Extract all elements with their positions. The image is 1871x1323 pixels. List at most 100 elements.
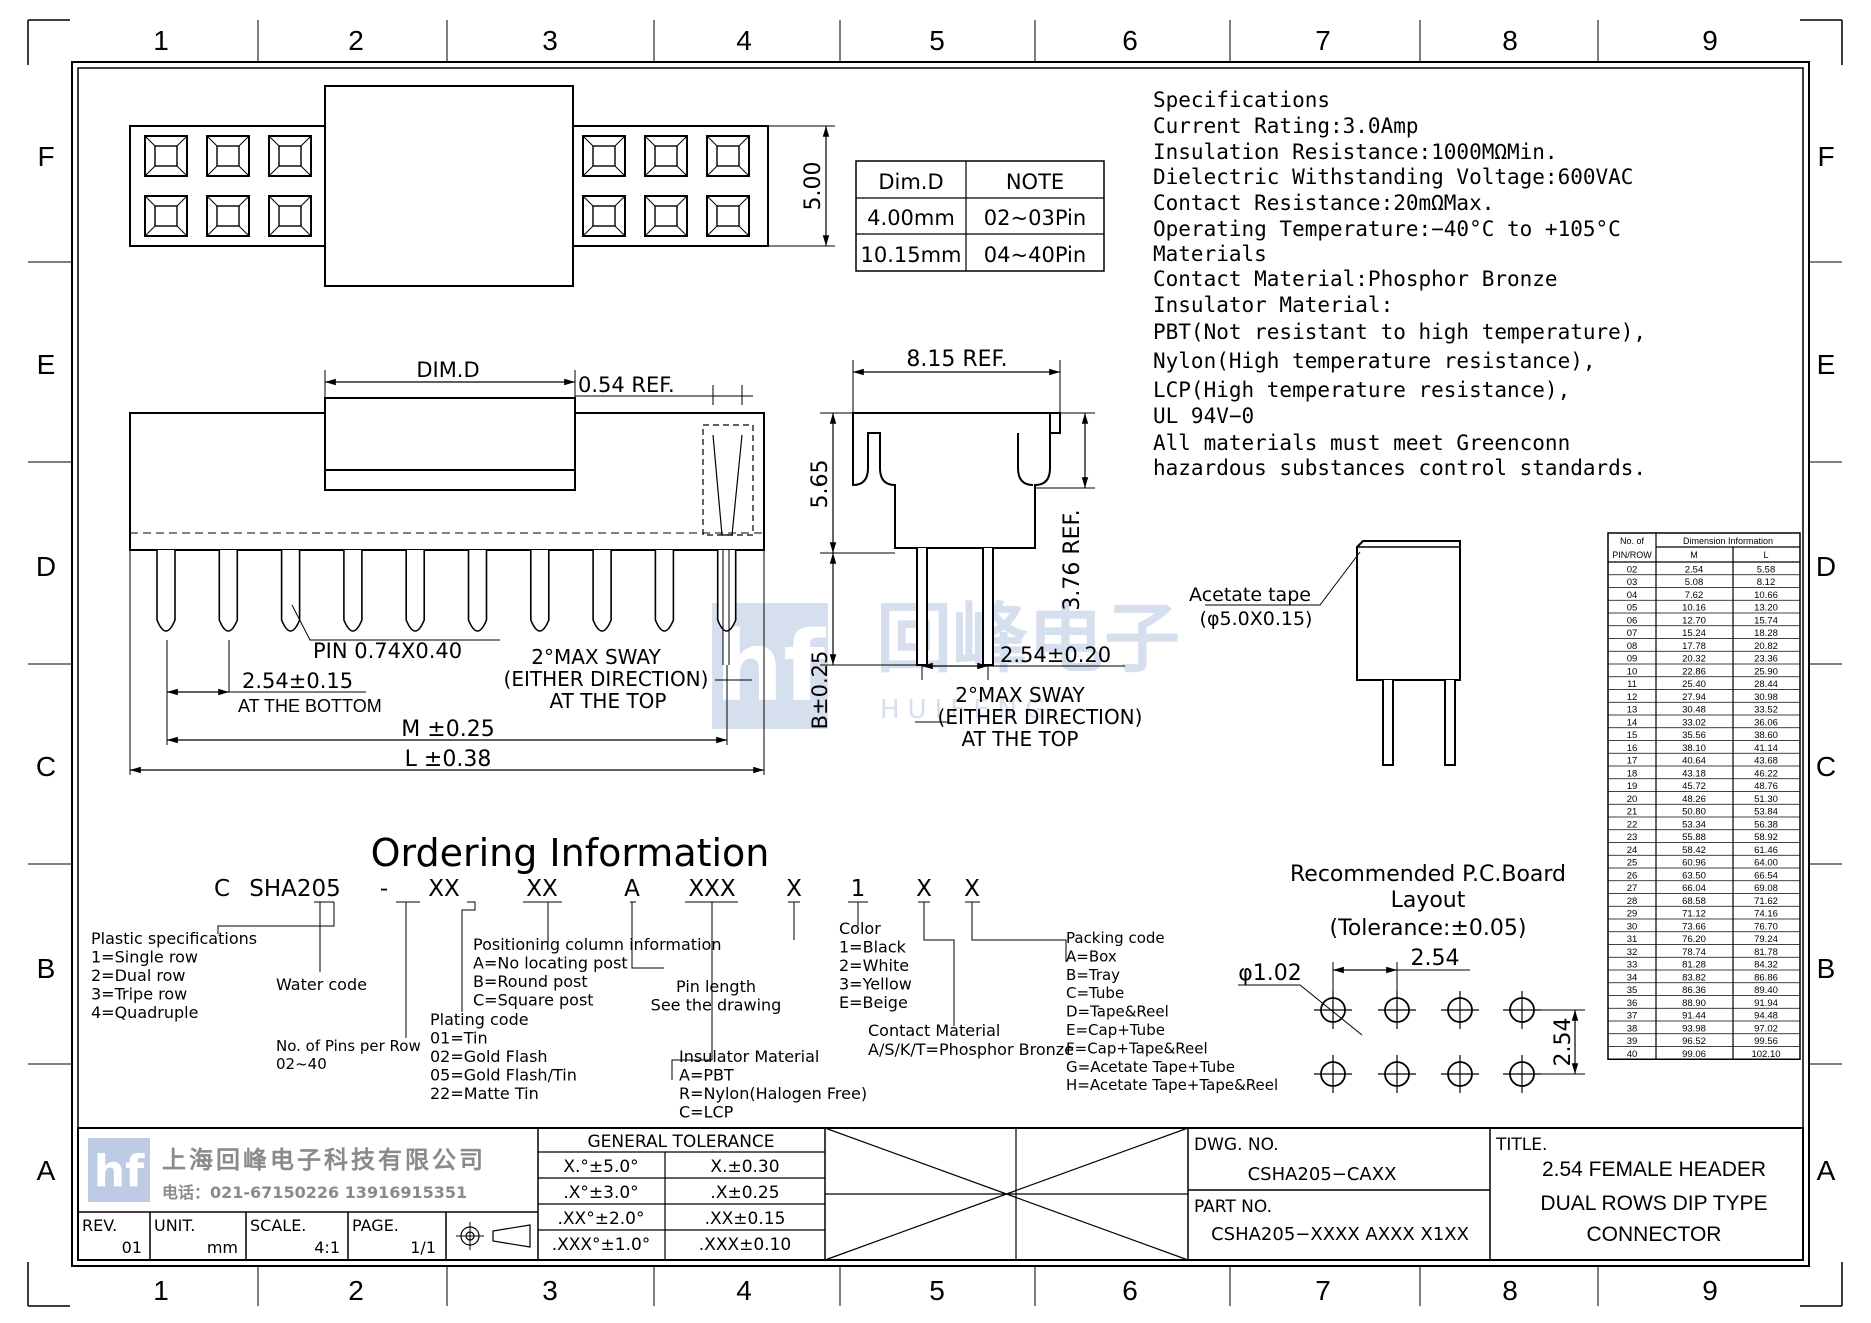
dim-table-cell: 25.90 — [1754, 666, 1778, 677]
ordering-text-line: C=Tube — [1066, 984, 1124, 1002]
pcb-title-line3: (Tolerance:±0.05) — [1330, 916, 1527, 941]
dim-table-cell: 28.44 — [1754, 679, 1778, 690]
front-pin — [530, 550, 550, 632]
code-part-plating: XX — [526, 876, 558, 902]
dim-table-cell: 18 — [1627, 768, 1638, 779]
grid-col-label: 8 — [1502, 25, 1518, 56]
dim-table-cell: 17.78 — [1682, 641, 1706, 652]
socket-contact-inner — [592, 145, 616, 167]
dim-note-cell: 10.15mm — [860, 243, 961, 267]
dim-table-cell: 20.32 — [1682, 654, 1706, 665]
ordering-text-line: Plating code — [430, 1010, 529, 1029]
dim-table-cell: 10.16 — [1682, 603, 1706, 614]
dim-table-cell: 74.16 — [1754, 909, 1778, 920]
dim-table-header: M — [1690, 550, 1698, 560]
sway-side-line3: AT THE TOP — [962, 727, 1079, 751]
ordering-text-line: Plastic specifications — [91, 929, 257, 948]
company-phone: 电话：021-67150226 13916915351 — [162, 1183, 467, 1202]
dim-table-cell: 32 — [1627, 947, 1638, 958]
socket-contact-corner — [582, 195, 626, 237]
sway-front-line1: 2°MAX SWAY — [531, 645, 661, 669]
dim-table-cell: 55.88 — [1682, 832, 1706, 843]
spec-line: Contact Material:Phosphor Bronze — [1153, 267, 1558, 291]
dim-table-cell: 99.06 — [1682, 1049, 1706, 1060]
ordering-text-line: Pin length — [676, 977, 756, 996]
grid-col-label: 5 — [929, 25, 945, 56]
ordering-text-line: F=Cap+Tape&Reel — [1066, 1039, 1208, 1057]
dim-table-cell: 17 — [1627, 756, 1638, 767]
dim-table-cell: 81.28 — [1682, 960, 1706, 971]
socket-contact — [268, 135, 312, 177]
ordering-text-line: A=PBT — [679, 1066, 734, 1085]
spec-line: LCP(High temperature resistance), — [1153, 378, 1570, 402]
dim-table-cell: 02 — [1627, 564, 1638, 575]
dim-table-cell: 28 — [1627, 896, 1638, 907]
dim-note-cell: 02~03Pin — [984, 206, 1086, 230]
socket-contact-corner — [144, 135, 188, 177]
socket-contact — [644, 195, 688, 237]
ordering-text-line: D=Tape&Reel — [1066, 1003, 1169, 1021]
grid-col-label: 2 — [348, 25, 364, 56]
grid-col-label: 4 — [736, 1275, 752, 1306]
dim-table-cell: 36 — [1627, 998, 1638, 1009]
dim-table-cell: 61.46 — [1754, 845, 1778, 856]
dim-table-cell: 25.40 — [1682, 679, 1706, 690]
dim-b-label: B±0.25 — [808, 651, 832, 730]
dim-table-cell: 35 — [1627, 985, 1638, 996]
dim-table-cell: 26 — [1627, 870, 1638, 881]
front-pin — [716, 550, 737, 632]
dim-table-cell: 71.62 — [1754, 896, 1778, 907]
dim-table-cell: 30 — [1627, 921, 1638, 932]
ordering-text-line: Packing code — [1066, 929, 1165, 947]
ordering-text-line: 1=Black — [839, 938, 907, 957]
socket-contact-inner — [716, 205, 740, 227]
grid-col-label: 7 — [1315, 25, 1331, 56]
dim-table-cell: 58.92 — [1754, 832, 1778, 843]
dim-table-header: Dimension Information — [1683, 536, 1773, 546]
pcb-title-line2: Layout — [1391, 888, 1466, 913]
dim-table-cell: 03 — [1627, 577, 1638, 588]
pcb-hole-centerline — [1378, 1055, 1416, 1093]
socket-contact — [706, 195, 750, 237]
dim-l-label: L ±0.38 — [405, 747, 492, 772]
dim-table-cell: 22 — [1627, 819, 1638, 830]
ordering-text-line: C=LCP — [679, 1103, 734, 1122]
dim-table-cell: 37 — [1627, 1011, 1638, 1022]
sway-front-line3: AT THE TOP — [550, 689, 667, 713]
dim-table-cell: 5.08 — [1685, 577, 1704, 588]
dim-table-cell: 84.32 — [1754, 960, 1778, 971]
dim-table-cell: 23.36 — [1754, 654, 1778, 665]
spec-line: Dielectric Withstanding Voltage:600VAC — [1153, 165, 1633, 189]
ordering-text-line: No. of Pins per Row — [276, 1037, 421, 1055]
dim-table-cell: 8.12 — [1757, 577, 1776, 588]
ordering-text-line: 2=Dual row — [91, 966, 185, 985]
dim-note-cell: 04~40Pin — [984, 243, 1086, 267]
ordering-text-line: A=No locating post — [473, 954, 628, 973]
dim-table-cell: 50.80 — [1682, 807, 1706, 818]
dim-table-cell: 12 — [1627, 692, 1638, 703]
code-part-insulator: X — [786, 876, 802, 902]
dim-table-cell: 12.70 — [1682, 615, 1706, 626]
dim-pitch-bottom-label: 2.54±0.15 — [242, 669, 353, 693]
dim-table-cell: 94.48 — [1754, 1011, 1778, 1022]
dim-note-header: NOTE — [1006, 170, 1064, 194]
socket-contact-inner — [654, 205, 678, 227]
scale-value: 4:1 — [314, 1238, 340, 1257]
grid-col-label: 6 — [1122, 25, 1138, 56]
dim-table-cell: 30.48 — [1682, 705, 1706, 716]
pcb-hole-centerline — [1441, 1055, 1479, 1093]
front-pin — [343, 550, 363, 632]
dim-table-cell: 27.94 — [1682, 692, 1706, 703]
dim-table-cell: 53.34 — [1682, 819, 1706, 830]
dim-table-cell: 15.24 — [1682, 628, 1706, 639]
front-pin — [467, 550, 488, 632]
dim-table-cell: 97.02 — [1754, 1023, 1778, 1034]
grid-col-label: 1 — [153, 1275, 169, 1306]
ordering-text-line: R=Nylon(Halogen Free) — [679, 1084, 867, 1103]
ordering-text-line: B=Tray — [1066, 966, 1120, 984]
ordering-text-line: C=Square post — [473, 991, 594, 1010]
